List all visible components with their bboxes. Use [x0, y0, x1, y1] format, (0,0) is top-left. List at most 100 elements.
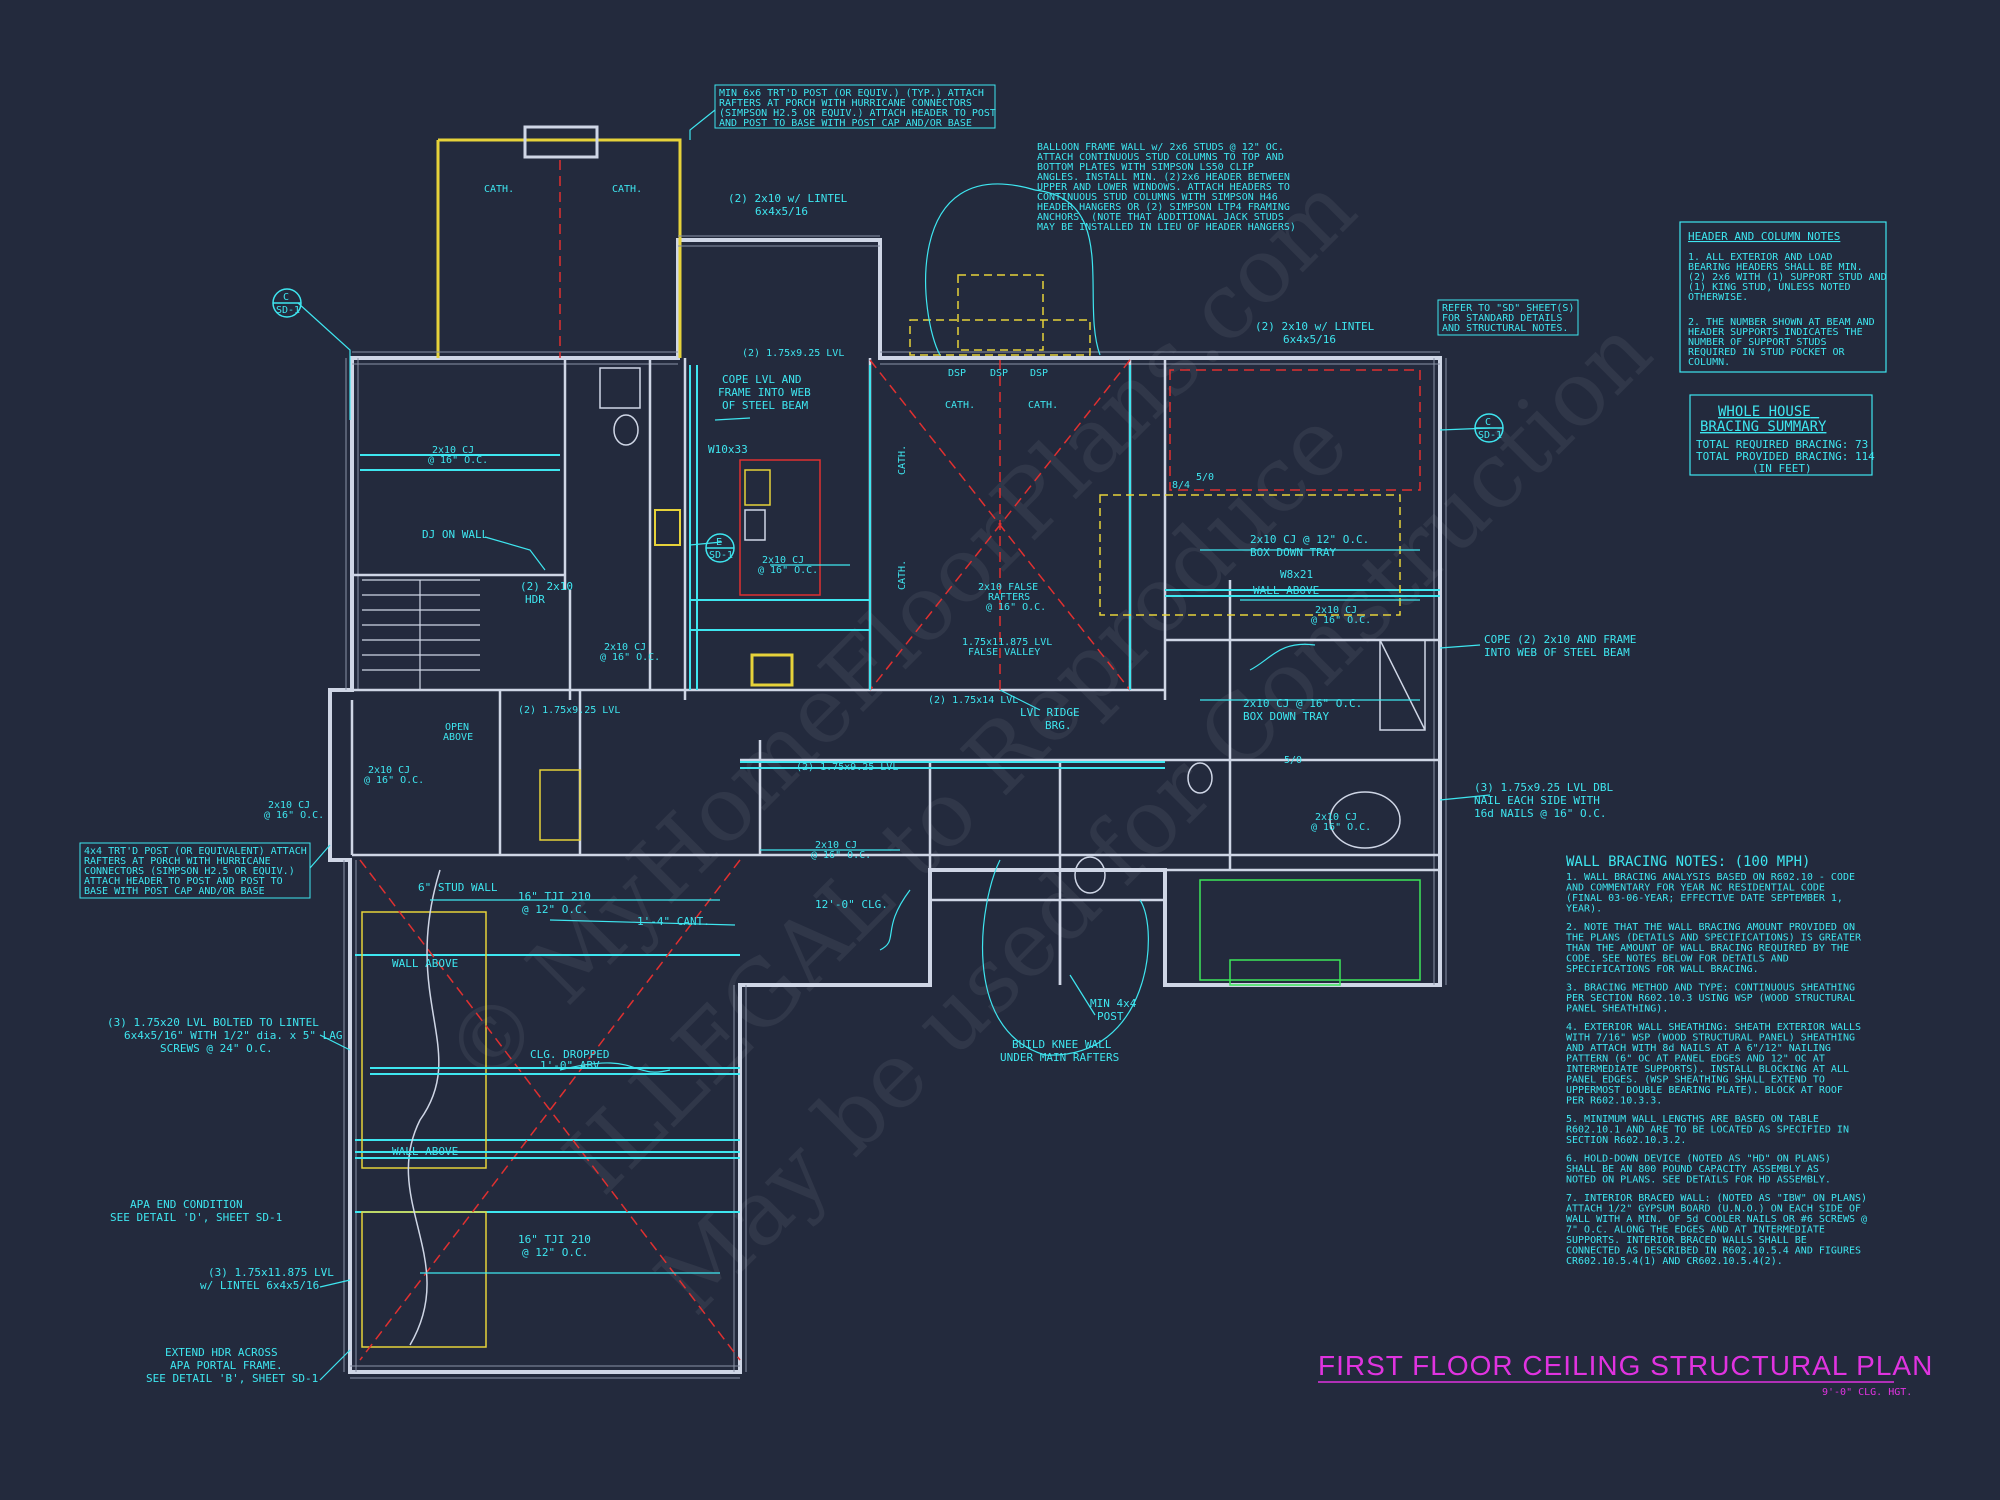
false-valley-label: 1.75x11.875 LVL FALSE VALLEY [962, 637, 1058, 658]
section-callouts[interactable] [272, 288, 1504, 563]
wall-hatching [343, 235, 1447, 1379]
lintel-note-right: (2) 2x10 w/ LINTEL 6x4x5/16 [1255, 320, 1381, 346]
garage-structure[interactable] [355, 859, 741, 1361]
cj-label-4: 2x10 CJ @ 16" O.C. [364, 765, 424, 786]
dsp-label-3: DSP [1030, 368, 1048, 379]
apa-end-note: APA END CONDITION SEE DETAIL 'D', SHEET … [110, 1198, 282, 1224]
wall-bracing-note-line: WALL WITH A MIN. OF 5d COOLER NAILS OR #… [1566, 1214, 1867, 1225]
wall-bracing-note-line: 3. BRACING METHOD AND TYPE: CONTINUOUS S… [1566, 983, 1855, 994]
dim-mark-2: 5/0 [1196, 472, 1214, 483]
refer-sd-note: REFER TO "SD" SHEET(S) FOR STANDARD DETA… [1442, 303, 1580, 334]
balloon-frame-note: BALLOON FRAME WALL w/ 2x6 STUDS @ 12" OC… [1037, 142, 1296, 233]
dj-on-wall-note: DJ ON WALL [422, 528, 489, 541]
box-tray-note-2: 2x10 CJ @ 16" O.C. BOX DOWN TRAY [1243, 697, 1369, 723]
cj-label-1: 2x10 CJ @ 16" O.C. [428, 445, 488, 466]
tray-boxes [909, 274, 1401, 616]
hdr-note: (2) 2x10 HDR [520, 580, 580, 606]
trtd-post-note-box [79, 842, 311, 899]
header-column-notes-title: HEADER AND COLUMN NOTES [1688, 230, 1840, 243]
steel-beam-w8: W8x21 [1280, 568, 1313, 581]
lvl-label-top: (2) 1.75x9.25 LVL [742, 348, 844, 359]
wall-bracing-notes-text: 1. WALL BRACING ANALYSIS BASED ON R602.1… [1566, 872, 1867, 1267]
bracing-summary-text: TOTAL REQUIRED BRACING: 73 TOTAL PROVIDE… [1696, 438, 1881, 475]
lvl-ridge-note: LVL RIDGE BRG. [1020, 706, 1086, 732]
lvl-label-2: (2) 1.75x9.25 LVL [796, 762, 898, 773]
wall-above-garage-2: WALL ABOVE [392, 1145, 458, 1158]
wall-above-right: WALL ABOVE [1253, 584, 1319, 597]
wall-bracing-note-line: AND COMMENTARY FOR YEAR NC RESIDENTIAL C… [1566, 883, 1825, 894]
wall-bracing-note-line: SECTION R602.10.3.2. [1566, 1135, 1686, 1146]
lvl-dbl-note: (3) 1.75x9.25 LVL DBL NAIL EACH SIDE WIT… [1474, 781, 1620, 820]
cj-label-5: 2x10 CJ @ 16" O.C. [264, 800, 324, 821]
cath-label-6: CATH. [897, 560, 908, 590]
cath-label-4: CATH. [1028, 400, 1058, 411]
cath-label-2: CATH. [612, 184, 642, 195]
min-post-note: MIN 4x4 POST [1090, 997, 1143, 1023]
cj-label-3: 2x10 CJ @ 16" O.C. [600, 642, 660, 663]
section-e-sheet: SD-1 [709, 550, 733, 561]
wall-bracing-note-line: CR602.10.5.4(1) AND CR602.10.5.4(2). [1566, 1256, 1783, 1267]
wall-bracing-note-line: THAN THE AMOUNT OF WALL BRACING REQUIRED… [1566, 943, 1849, 954]
leader-lines [297, 109, 1491, 1381]
cope-lvl-note: COPE LVL AND FRAME INTO WEB OF STEEL BEA… [718, 373, 817, 412]
header-column-notes-box [1679, 221, 1887, 373]
cj-label-8: 2x10 CJ @ 16" O.C. [1311, 812, 1371, 833]
steel-beam-w10: W10x33 [708, 443, 748, 456]
interior-walls [350, 358, 1440, 985]
wall-bracing-note-line: AND ATTACH WITH 8d NAILS AT A 6"/12" NAI… [1566, 1043, 1831, 1054]
extend-hdr-note: EXTEND HDR ACROSS APA PORTAL FRAME. SEE … [146, 1346, 318, 1385]
fixtures [539, 367, 1426, 986]
wall-bracing-notes-title: WALL BRACING NOTES: (100 MPH) [1566, 854, 1810, 870]
clg-dropped-note: CLG. DROPPED 1'-0" ABV. [530, 1048, 616, 1072]
wall-bracing-note-line: SUPPORTS. INTERIOR BRACED WALLS SHALL BE [1566, 1235, 1807, 1246]
lvl-label-1: (2) 1.75x9.25 LVL [518, 705, 620, 716]
section-c-right-sheet: SD-1 [1478, 430, 1502, 441]
wall-bracing-note-line: PER SECTION R602.10.3 USING WSP (WOOD ST… [1566, 993, 1855, 1004]
staircase [362, 579, 480, 690]
tji-note-2: 16" TJI 210 @ 12" O.C. [518, 1233, 597, 1259]
porch-post-note: MIN 6x6 TRT'D POST (OR EQUIV.) (TYP.) AT… [719, 88, 1002, 129]
beams-and-headers [355, 365, 1440, 1159]
lvl-lintel-note: (3) 1.75x11.875 LVL w/ LINTEL 6x4x5/16 [200, 1266, 340, 1292]
wall-bracing-note-line: THE PLANS (DETAILS AND SPECIFICATIONS) I… [1566, 933, 1862, 944]
lvl-bolted-note: (3) 1.75x20 LVL BOLTED TO LINTEL 6x4x5/1… [107, 1016, 349, 1055]
lvl-label-3: (2) 1.75x14 LVL [928, 695, 1018, 706]
wall-bracing-note-line: NOTED ON PLANS. SEE DETAILS FOR HD ASSEM… [1566, 1175, 1831, 1186]
wall-bracing-note-line: 4. EXTERIOR WALL SHEATHING: SHEATH EXTER… [1566, 1022, 1861, 1033]
box-tray-note-1: 2x10 CJ @ 12" O.C. BOX DOWN TRAY [1250, 533, 1376, 559]
roof-framing-lines [559, 160, 1421, 691]
wall-bracing-note-line: 7. INTERIOR BRACED WALL: (NOTED AS "IBW"… [1566, 1193, 1867, 1204]
knee-wall-note: BUILD KNEE WALL UNDER MAIN RAFTERS [1000, 1038, 1119, 1064]
cath-label-5: CATH. [897, 445, 908, 475]
wall-bracing-note-line: 5. MINIMUM WALL LENGTHS ARE BASED ON TAB… [1566, 1114, 1819, 1125]
wall-bracing-note-line: SHALL BE AN 800 POUND CAPACITY ASSEMBLY … [1566, 1164, 1819, 1175]
dim-mark-1: 8/4 [1172, 480, 1190, 491]
wall-bracing-note-line: 1. WALL BRACING ANALYSIS BASED ON R602.1… [1566, 872, 1855, 883]
wall-bracing-note-line: PATTERN (6" OC AT PANEL EDGES AND 12" OC… [1566, 1054, 1825, 1065]
wall-bracing-note-line: CODE. SEE NOTES BELOW FOR DETAILS AND [1566, 954, 1789, 965]
wall-bracing-note-line: R602.10.1 AND ARE TO BE LOCATED AS SPECI… [1566, 1125, 1849, 1136]
cath-label-3: CATH. [945, 400, 975, 411]
wall-bracing-note-line: ATTACH 1/2" GYPSUM BOARD (U.N.O.) ON EAC… [1566, 1204, 1861, 1215]
stud-wall-note: 6" STUD WALL [418, 881, 498, 894]
wall-bracing-note-line: YEAR). [1566, 904, 1602, 915]
cj-label-2: 2x10 CJ @ 16" O.C. [758, 555, 818, 576]
bracing-summary-title: WHOLE HOUSE BRACING SUMMARY [1700, 404, 1827, 435]
dim-mark-3: 5/0 [1284, 755, 1302, 766]
wall-bracing-note-line: PER R602.10.3.3. [1566, 1096, 1662, 1107]
lintel-note-top: (2) 2x10 w/ LINTEL 6x4x5/16 [728, 192, 854, 218]
drawing-title: FIRST FLOOR CEILING STRUCTURAL PLAN [1318, 1350, 1933, 1381]
cj-label-6: 2x10 CJ @ 16" O.C. [811, 840, 871, 861]
header-column-notes-text: 1. ALL EXTERIOR AND LOAD BEARING HEADERS… [1688, 252, 1893, 368]
wall-bracing-note-line: PANEL EDGES. (WSP SHEATHING SHALL EXTEND… [1566, 1075, 1825, 1086]
section-c-right-letter: C [1485, 417, 1491, 428]
section-c-left-sheet: SD-1 [276, 305, 300, 316]
span-arrows [390, 454, 1420, 1274]
false-rafters-label: 2x10 FALSE RAFTERS @ 16" O.C. [978, 582, 1046, 613]
bracing-summary-box [1689, 394, 1873, 476]
cj-label-7: 2x10 CJ @ 16" O.C. [1311, 605, 1371, 626]
wall-bracing-note-line: (FINAL 03-06-YEAR; EFFECTIVE DATE SEPTEM… [1566, 893, 1843, 904]
dsp-label-2: DSP [990, 368, 1008, 379]
wall-bracing-note-line: INTERMEDIATE SUPPORTS). INSTALL BLOCKING… [1566, 1064, 1849, 1075]
